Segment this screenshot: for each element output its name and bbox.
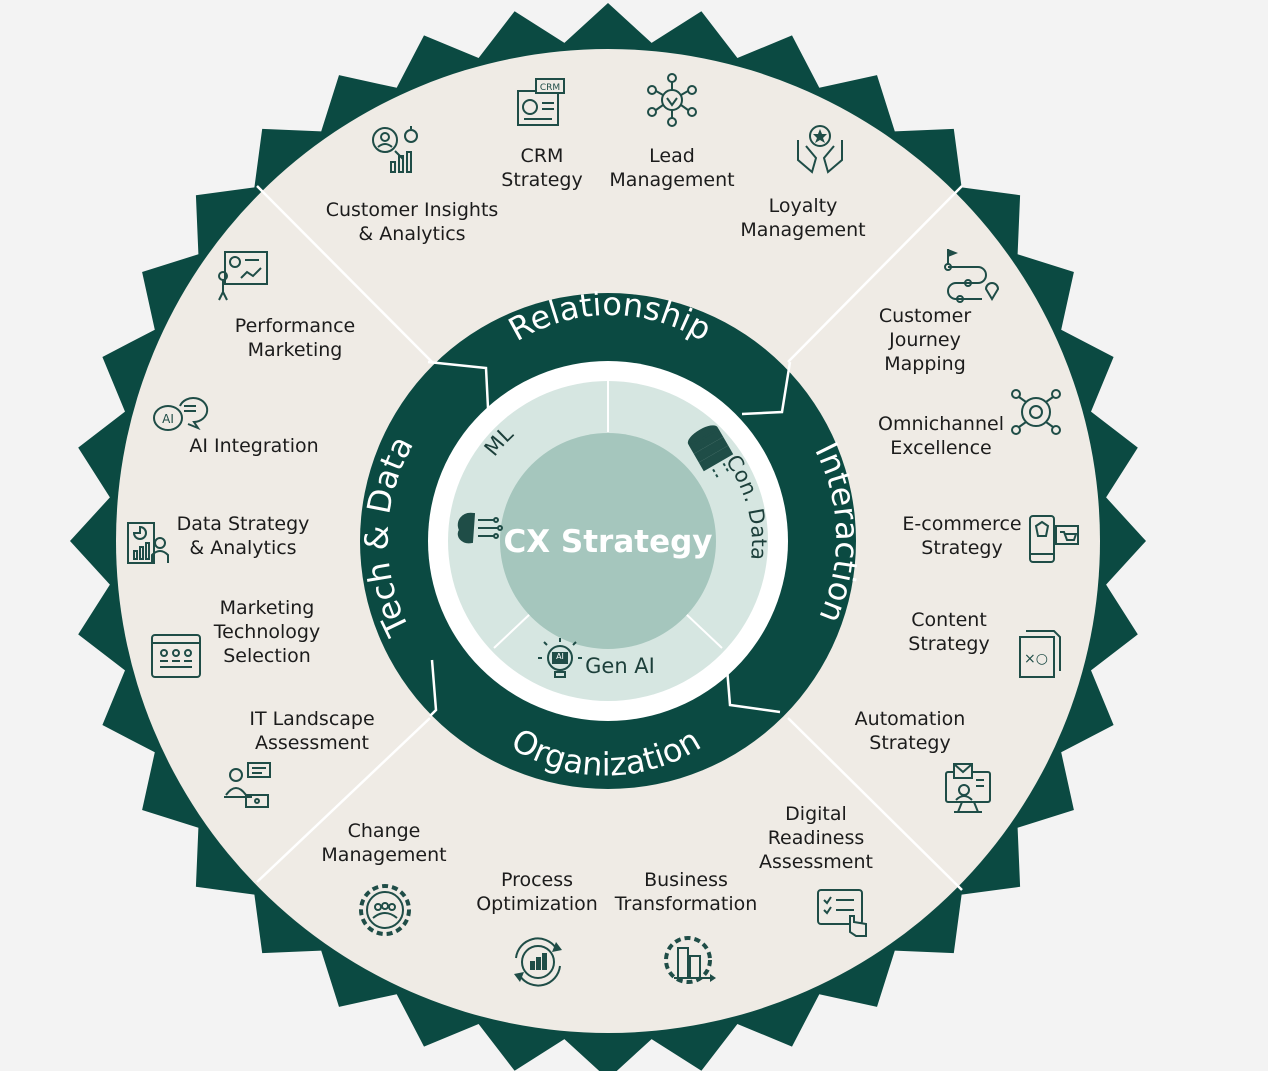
checklist-touch-icon xyxy=(817,889,867,937)
item-ai-integration: AI Integration xyxy=(189,435,319,457)
item-ecommerce-strategy: E-commerce Strategy xyxy=(902,513,1022,559)
ecommerce-icon xyxy=(1029,515,1079,563)
center-circle xyxy=(500,433,716,649)
automation-icon xyxy=(945,763,991,813)
item-business-transformation: Business Transformation xyxy=(614,869,758,915)
building-gear-icon xyxy=(664,936,716,984)
item-data-strategy: Data Strategy & Analytics xyxy=(176,513,310,559)
item-it-landscape: IT Landscape Assessment xyxy=(249,708,375,754)
ai-lightbulb-icon xyxy=(538,638,582,678)
hands-star-icon xyxy=(797,125,843,174)
omnichannel-icon xyxy=(1011,389,1061,435)
team-gear-icon xyxy=(359,884,411,936)
item-loyalty-management: Loyalty Management xyxy=(740,195,866,241)
svg-text:CRM: CRM xyxy=(540,83,560,93)
ai-lightbulb-icon-glyph: AI xyxy=(556,652,564,661)
tech-selection-icon xyxy=(151,634,201,678)
svg-text:×○: ×○ xyxy=(1024,651,1048,667)
center-title: CX Strategy xyxy=(503,524,712,560)
item-omnichannel-excellence: Omnichannel Excellence xyxy=(878,413,1004,459)
svg-text:AI: AI xyxy=(162,412,174,426)
inner-label-gen-ai: Gen AI xyxy=(585,654,655,678)
brain-circuit-icon xyxy=(457,512,503,544)
item-automation-strategy: Automation Strategy xyxy=(854,708,966,754)
customer-insights-icon xyxy=(372,126,418,173)
item-lead-management: Lead Management xyxy=(609,145,735,191)
presentation-icon xyxy=(218,251,268,301)
item-performance-marketing: Performance Marketing xyxy=(234,315,356,361)
item-customer-insights: Customer Insights & Analytics xyxy=(325,199,499,245)
data-analyst-icon xyxy=(127,522,169,564)
network-icon xyxy=(647,73,697,127)
database-icon xyxy=(687,425,734,479)
item-process-optimization: Process Optimization xyxy=(476,869,598,915)
crm-icon: CRM xyxy=(517,78,565,126)
item-digital-readiness: Digital Readiness Assessment xyxy=(759,803,873,873)
item-marketing-technology: Marketing Technology Selection xyxy=(213,597,321,667)
item-crm-strategy: CRM Strategy xyxy=(501,145,583,191)
process-cycle-icon xyxy=(514,937,562,987)
item-customer-journey-mapping: Customer Journey Mapping xyxy=(878,305,972,375)
item-content-strategy: Content Strategy xyxy=(908,609,990,655)
quadrant-dividers xyxy=(256,185,963,891)
ring-seams xyxy=(427,360,792,717)
content-strategy-icon: ×○ xyxy=(1019,630,1061,678)
item-change-management: Change Management xyxy=(321,820,447,866)
journey-map-icon xyxy=(944,249,1000,303)
inner-dividers xyxy=(493,381,723,649)
it-assessment-icon xyxy=(224,762,271,808)
ai-chat-icon: AI xyxy=(153,397,209,431)
